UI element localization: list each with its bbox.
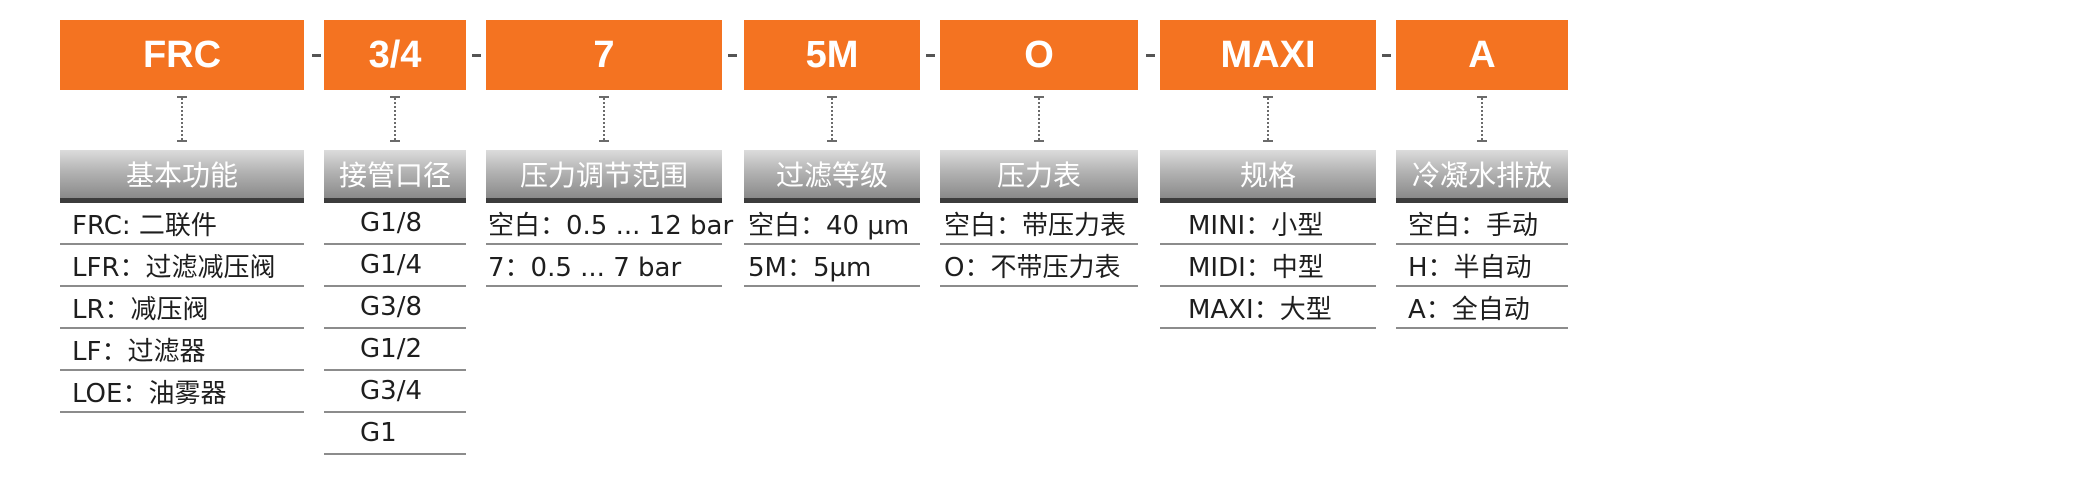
list-item: G1/4 — [324, 245, 466, 287]
list-item: 空白：带压力表 — [940, 203, 1138, 245]
list-item: 5M：5µm — [744, 245, 920, 287]
option-list-function: FRC: 二联件 LFR：过滤减压阀 LR：减压阀 LF：过滤器 LOE：油雾器 — [60, 203, 304, 413]
list-item: 空白：0.5 ... 12 bar — [486, 203, 733, 245]
list-item: O：不带压力表 — [940, 245, 1138, 287]
option-list-drain: 空白：手动 H：半自动 A：全自动 — [1396, 203, 1568, 329]
list-item: 空白：手动 — [1396, 203, 1568, 245]
list-item: 空白：40 µm — [744, 203, 920, 245]
list-item: LF：过滤器 — [60, 329, 304, 371]
header-port-size: 接管口径 — [324, 150, 466, 203]
separator-dash — [926, 54, 935, 57]
list-item: LR：减压阀 — [60, 287, 304, 329]
header-pressure-range: 压力调节范围 — [486, 150, 722, 203]
list-item: H：半自动 — [1396, 245, 1568, 287]
dotted-connector — [1263, 96, 1273, 142]
header-size: 规格 — [1160, 150, 1376, 203]
code-box-port-size: 3/4 — [324, 20, 466, 90]
separator-dash — [312, 54, 321, 57]
option-list-filter-grade: 空白：40 µm 5M：5µm — [744, 203, 920, 287]
list-item: G3/4 — [324, 371, 466, 413]
header-filter-grade: 过滤等级 — [744, 150, 920, 203]
separator-dash — [1146, 54, 1155, 57]
dotted-connector — [1477, 96, 1487, 142]
separator-dash — [1382, 54, 1391, 57]
code-box-filter-grade: 5M — [744, 20, 920, 90]
list-item: LFR：过滤减压阀 — [60, 245, 304, 287]
dotted-connector — [827, 96, 837, 142]
code-box-size: MAXI — [1160, 20, 1376, 90]
separator-dash — [472, 54, 481, 57]
dotted-connector — [1034, 96, 1044, 142]
list-item: G1/2 — [324, 329, 466, 371]
option-list-pressure-range: 空白：0.5 ... 12 bar 7：0.5 ... 7 bar — [486, 203, 733, 287]
list-item: G1 — [324, 413, 466, 455]
list-item: FRC: 二联件 — [60, 203, 304, 245]
header-drain: 冷凝水排放 — [1396, 150, 1568, 203]
list-item: A：全自动 — [1396, 287, 1568, 329]
option-list-port-size: G1/8 G1/4 G3/8 G1/2 G3/4 G1 — [324, 203, 466, 455]
code-box-gauge: O — [940, 20, 1138, 90]
header-function: 基本功能 — [60, 150, 304, 203]
list-item: G3/8 — [324, 287, 466, 329]
dotted-connector — [390, 96, 400, 142]
option-list-size: MINI：小型 MIDI：中型 MAXI：大型 — [1160, 203, 1376, 329]
list-item: MIDI：中型 — [1160, 245, 1376, 287]
header-gauge: 压力表 — [940, 150, 1138, 203]
code-box-function: FRC — [60, 20, 304, 90]
dotted-connector — [599, 96, 609, 142]
dotted-connector — [177, 96, 187, 142]
list-item: G1/8 — [324, 203, 466, 245]
code-box-pressure-range: 7 — [486, 20, 722, 90]
list-item: MINI：小型 — [1160, 203, 1376, 245]
option-list-gauge: 空白：带压力表 O：不带压力表 — [940, 203, 1138, 287]
separator-dash — [728, 54, 737, 57]
list-item: 7：0.5 ... 7 bar — [486, 245, 722, 287]
code-box-drain: A — [1396, 20, 1568, 90]
list-item: MAXI：大型 — [1160, 287, 1376, 329]
list-item: LOE：油雾器 — [60, 371, 304, 413]
